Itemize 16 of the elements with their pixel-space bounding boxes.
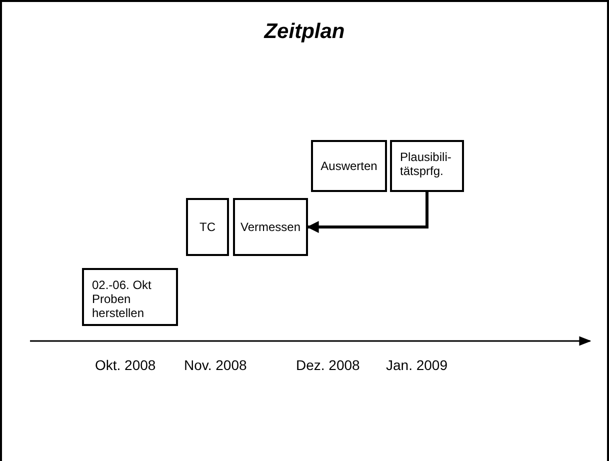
title: Zeitplan [262, 20, 346, 44]
arrow [306, 192, 428, 233]
month-label: Jan. 2009 [386, 357, 448, 373]
task-box [390, 140, 464, 192]
task-box [186, 198, 229, 256]
task-box [311, 140, 387, 192]
month-label: Okt. 2008 [95, 357, 156, 373]
task-box [233, 198, 308, 256]
task-label: 02.-06. Okt Proben herstellen [92, 278, 152, 320]
month-label: Dez. 2008 [296, 357, 360, 373]
task-box [82, 268, 178, 326]
month-label: Nov. 2008 [184, 357, 247, 373]
task-label: Plausibili-tätsprfg. [400, 150, 452, 178]
task-label: Vermessen [240, 220, 301, 234]
task-label: TC [200, 220, 216, 234]
task-label: Auswerten [320, 159, 378, 173]
